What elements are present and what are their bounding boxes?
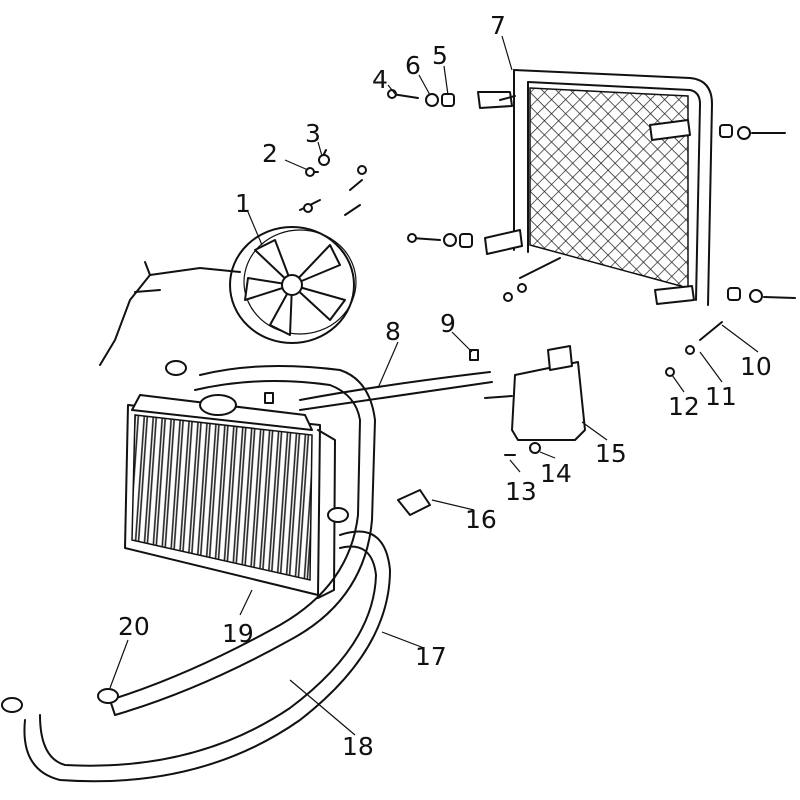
callout-2: 2: [262, 139, 278, 168]
leader-lines: [109, 35, 759, 736]
callout-11: 11: [705, 382, 737, 411]
callout-3: 3: [305, 119, 321, 148]
callout-12: 12: [668, 392, 700, 421]
hose-clamps: [1, 360, 349, 713]
guard-fasteners: [387, 89, 796, 377]
callout-13: 13: [505, 477, 537, 506]
radiator-guard: [477, 69, 713, 306]
hoses: [23, 349, 493, 783]
callout-14: 14: [540, 459, 572, 488]
callout-17: 17: [415, 642, 447, 671]
callout-20: 20: [118, 612, 150, 641]
callout-1: 1: [235, 189, 251, 218]
cooling-fan: [99, 149, 367, 366]
radiator: [124, 394, 336, 599]
callout-4: 4: [372, 65, 388, 94]
callout-6: 6: [405, 51, 421, 80]
callout-5: 5: [432, 41, 448, 70]
callout-10: 10: [740, 352, 772, 381]
callout-19: 19: [222, 619, 254, 648]
callout-7: 7: [490, 11, 506, 40]
callout-15: 15: [595, 439, 627, 468]
callout-16: 16: [465, 505, 497, 534]
callout-9: 9: [440, 309, 456, 338]
coolant-reservoir: [484, 345, 586, 456]
callout-18: 18: [342, 732, 374, 761]
callout-labels: 1 2 3 4 5 6 7 8 9 10 11 12 13 14 15 16 1…: [118, 11, 772, 761]
temperature-sensor: [397, 489, 431, 516]
callout-8: 8: [385, 317, 401, 346]
